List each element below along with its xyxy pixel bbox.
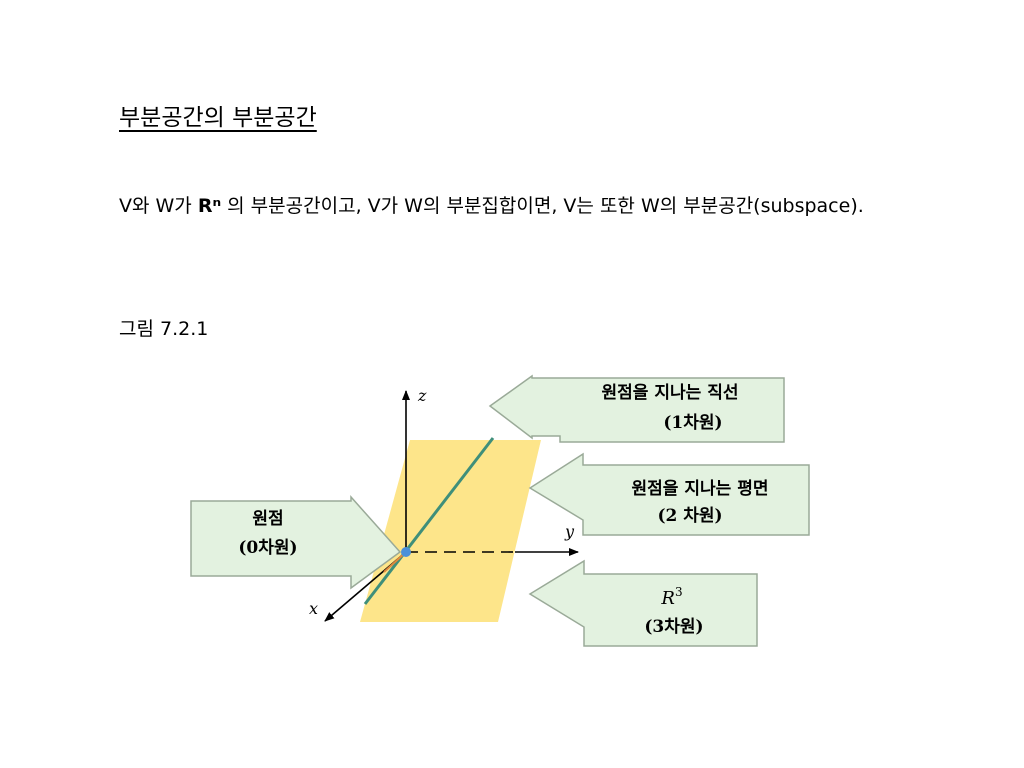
callout-plane-text-2: (2 차원) (657, 506, 722, 526)
axis-label-y: y (564, 522, 575, 541)
callout-line-text-1: 원점을 지나는 직선 (602, 383, 739, 403)
r3-letter: R (660, 588, 675, 609)
plane-through-origin (360, 440, 541, 622)
axis-label-x: x (309, 599, 318, 618)
callout-r3-text-2: (3차원) (644, 617, 703, 637)
callout-line-shape (488, 374, 785, 443)
page-title: 부분공간의 부분공간 (119, 105, 317, 131)
callout-plane-text-1: 원점을 지나는 평면 (632, 479, 769, 499)
callout-origin-text-1: 원점 (252, 509, 283, 529)
callout-line-text-2: (1차원) (663, 413, 722, 433)
line-through-origin (363, 437, 495, 605)
callout-origin-text-2: (0차원) (238, 538, 297, 558)
callout-origin-shape (190, 495, 402, 590)
axis-label-z: z (417, 386, 427, 405)
origin-point (401, 547, 411, 557)
paragraph-text-2: 의 부분공간이고, V가 W의 부분집합이면, V는 또한 W의 부분공간(su… (221, 195, 864, 217)
callout-plane-shape (528, 452, 810, 536)
rn-symbol: Rⁿ (197, 195, 222, 217)
figure-caption: 그림 7.2.1 (119, 318, 209, 340)
body-paragraph: V와 W가 Rⁿ 의 부분공간이고, V가 W의 부분집합이면, V는 또한 W… (119, 186, 909, 226)
callout-r3-shape (528, 559, 758, 647)
callout-r3-text-1: R3 (660, 585, 682, 609)
r3-superscript: 3 (675, 585, 683, 599)
paragraph-text-1: V와 W가 (119, 195, 198, 217)
